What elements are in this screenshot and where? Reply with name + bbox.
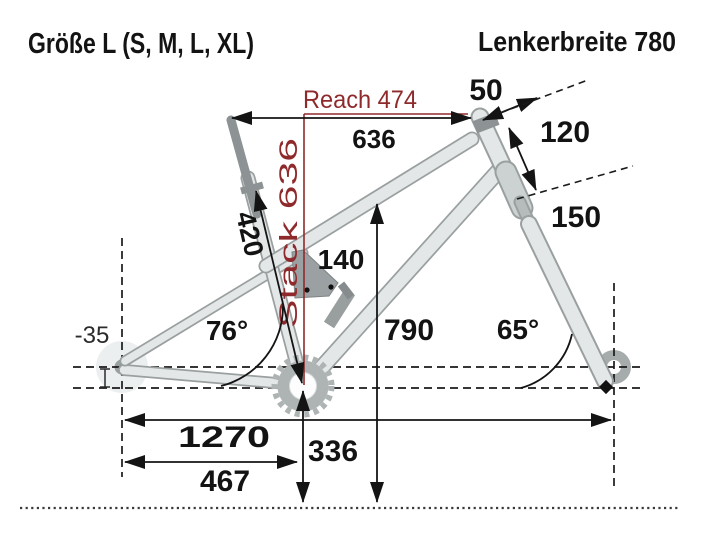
head-angle-arc [520,333,573,389]
chainring-teeth [271,354,335,418]
seatpost [226,115,264,219]
down-tube [297,158,511,394]
top-tube-label: 636 [352,124,395,154]
seatpost-clamp [240,181,264,195]
stem-length-label: 50 [469,74,502,107]
dimension-lines [124,79,634,503]
chainstay-label: 467 [200,465,250,498]
fork-travel-dashed-line [516,165,634,200]
rear-travel-label: 140 [318,244,365,275]
fork-travel-label: 120 [540,116,590,149]
bb-drop-label: -35 [75,322,110,349]
rocker-pivot-rear [328,284,334,290]
standover-label: 790 [384,314,434,347]
fork-lower-leg [520,215,614,390]
stack-label: Stack 636 [275,138,303,328]
bb-height-label: 336 [308,435,358,468]
seat-angle-label: 76° [206,315,248,346]
shock-damper [337,281,355,300]
wheelbase-label: 1270 [178,421,270,454]
down-tube-fill [299,160,509,392]
front-dropout [598,379,614,395]
frame [118,107,614,395]
fork-length-label: 150 [551,201,601,234]
dimension-labels: 636 420 50 120 150 140 790 76° 65° -35 1… [75,74,601,498]
seat-tube-dimension-line [253,190,305,384]
rocker-pivot-front [304,287,310,293]
stem-dashed-line [499,79,589,114]
seatpost-shaft [226,115,262,219]
fork-travel-arrow [508,127,537,191]
handlebar-width-title: Lenkerbreite 780 [478,26,676,57]
size-title: Größe L (S, M, L, XL) [28,28,254,60]
seat-angle-arc [220,305,284,387]
fork-lower-leg-fill [522,217,612,388]
reach-label: Reach 474 [303,86,417,114]
bb-drop-tick [100,368,110,388]
head-angle-label: 65° [497,314,539,345]
